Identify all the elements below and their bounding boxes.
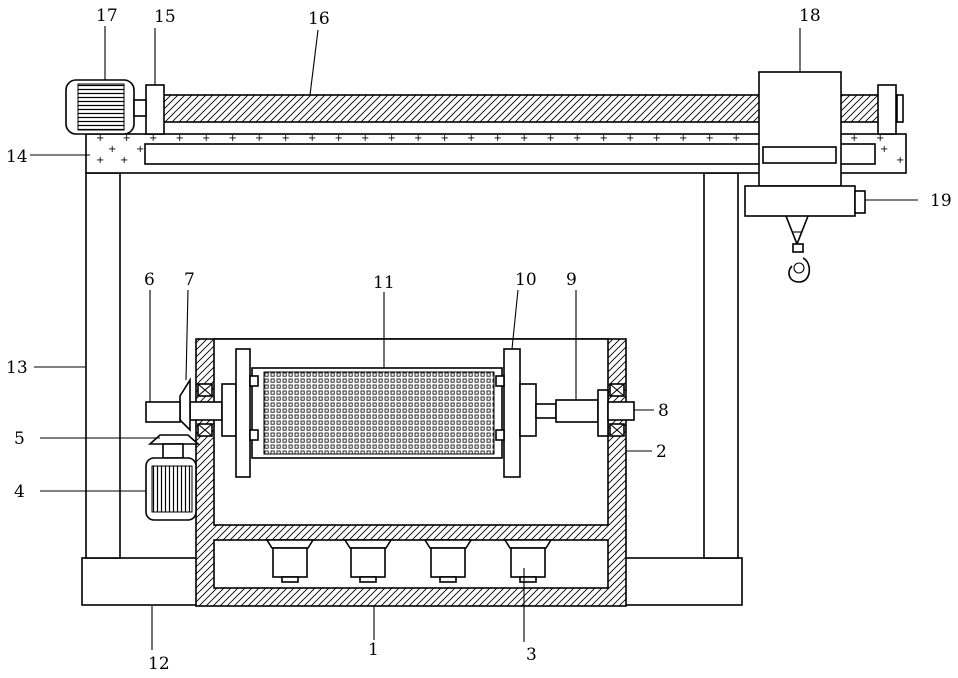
beam-mark: + [706,133,714,144]
left-column [86,173,120,558]
label-13: 13 [6,358,28,378]
label-3: 3 [526,645,537,665]
beam-mark: + [229,133,237,144]
mesh-drum [250,368,504,458]
beam-mark: + [308,133,316,144]
beam-mark: + [494,133,502,144]
right-column [704,173,738,558]
beam-mark: + [176,133,184,144]
label-7: 7 [184,270,195,290]
label-11: 11 [373,273,395,293]
beam-mark: + [896,155,904,166]
bevel-gear-lower [150,435,198,444]
beam-mark: + [361,133,369,144]
drive-motor [66,80,146,134]
beam-mark: + [414,133,422,144]
label-12: 12 [148,654,170,674]
electric-hoist [745,186,865,282]
beam-mark: + [573,133,581,144]
beam-mark: + [679,133,687,144]
label-4: 4 [14,482,25,502]
label-14: 14 [6,147,28,167]
beam-mark: + [600,133,608,144]
beam-mark: + [136,144,144,155]
beam-mark: + [335,133,343,144]
label-18: 18 [799,6,821,26]
label-8: 8 [658,401,669,421]
beam-mark: + [202,133,210,144]
left-flange [236,349,250,477]
screw-support-left [146,85,164,134]
beam-mark: + [120,155,128,166]
beam-mark: + [880,144,888,155]
nozzle [267,540,313,582]
label-10: 10 [515,270,537,290]
label-5: 5 [14,429,25,449]
label-19: 19 [930,191,952,211]
gear-motor [146,444,196,520]
bevel-gear-upper [180,380,190,430]
beam-mark: + [282,133,290,144]
bearing-housing [146,402,180,422]
label-1: 1 [368,640,379,660]
screw-support-right [878,85,896,134]
beam-mark: + [467,133,475,144]
beam-mark: + [732,133,740,144]
hoist-trolley [759,72,841,186]
label-15: 15 [154,7,176,27]
beam-mark: + [520,133,528,144]
right-hub [520,384,536,436]
beam-mark: + [547,133,555,144]
label-16: 16 [308,9,330,29]
nozzle [345,540,391,582]
label-2: 2 [656,442,667,462]
beam-mark: + [388,133,396,144]
label-17: 17 [96,6,118,26]
beam-mark: + [653,133,661,144]
beam-mark: + [96,155,104,166]
beam-mark: + [850,133,858,144]
beam-mark: + [108,144,116,155]
nozzle [505,540,551,582]
beam-mark: + [441,133,449,144]
right-flange [504,349,520,477]
beam-mark: + [255,133,263,144]
beam-mark: + [626,133,634,144]
nozzle [425,540,471,582]
label-9: 9 [566,270,577,290]
label-6: 6 [144,270,155,290]
